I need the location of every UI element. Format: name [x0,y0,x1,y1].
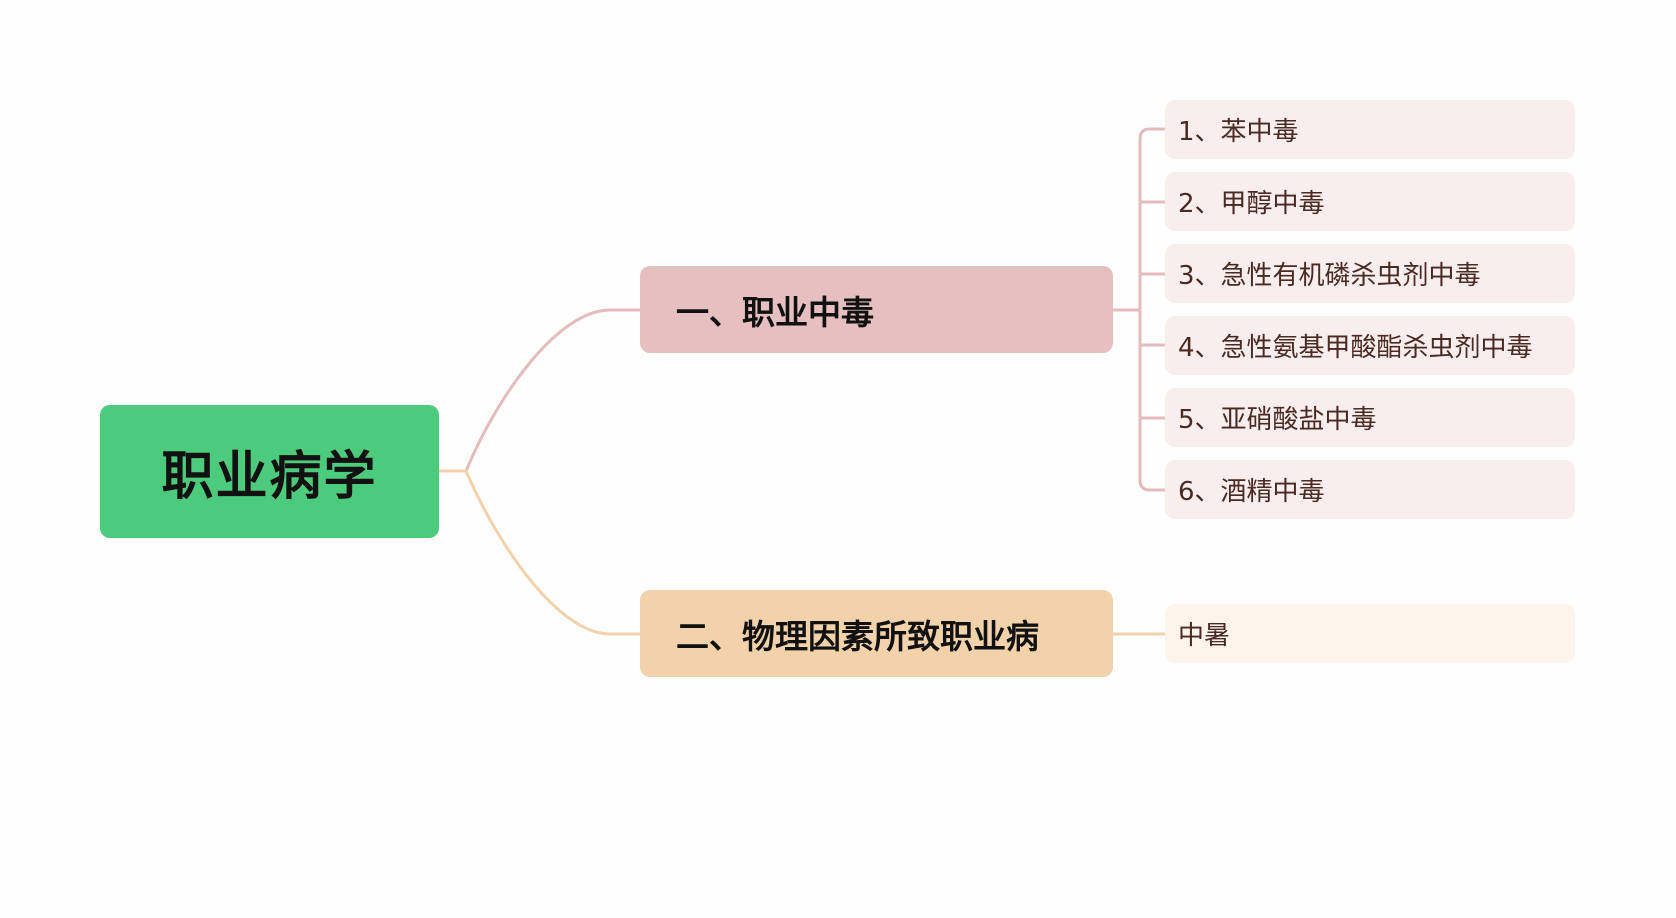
leaf-node[interactable]: 5、亚硝酸盐中毒 [1165,388,1575,447]
connector-branch1-leaves [1113,127,1165,492]
leaf-node[interactable]: 6、酒精中毒 [1165,460,1575,519]
branch-physical-factors[interactable]: 二、物理因素所致职业病 [640,590,1113,677]
connector-root-branch2 [439,469,640,636]
branch-occupational-poisoning[interactable]: 一、职业中毒 [640,266,1113,353]
root-node[interactable]: 职业病学 [100,405,439,538]
leaf-node[interactable]: 2、甲醇中毒 [1165,172,1575,231]
leaf-node[interactable]: 3、急性有机磷杀虫剂中毒 [1165,244,1575,303]
leaf-node[interactable]: 中暑 [1165,604,1575,663]
connector-root-branch1 [439,308,640,473]
leaf-node[interactable]: 4、急性氨基甲酸酯杀虫剂中毒 [1165,316,1575,375]
leaf-node[interactable]: 1、苯中毒 [1165,100,1575,159]
